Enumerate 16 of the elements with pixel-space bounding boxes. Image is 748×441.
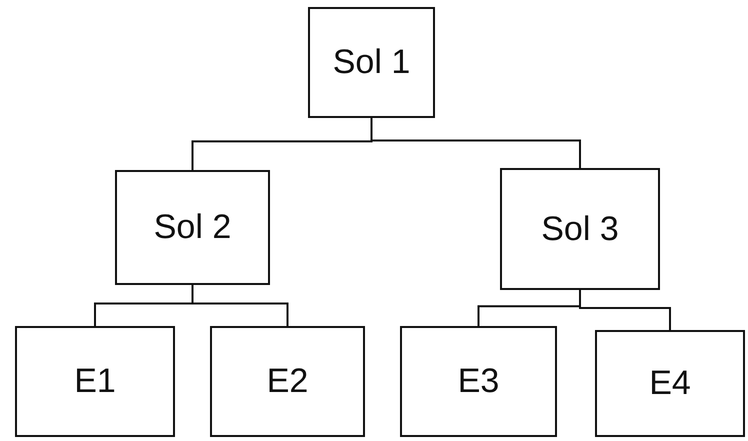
node-box: [500, 168, 660, 290]
node-box: [210, 326, 365, 437]
node-label: Sol 1: [332, 43, 410, 82]
node-label: E4: [649, 364, 691, 403]
node-box: [595, 330, 745, 437]
connector-line: [192, 285, 288, 326]
node-label: E1: [74, 362, 116, 401]
node-box: [115, 170, 270, 285]
node-box: [308, 7, 435, 118]
node-box: [15, 326, 175, 437]
connector-line: [370, 118, 581, 168]
node-label: E2: [266, 362, 308, 401]
node-label: Sol 3: [541, 210, 619, 248]
node-box: [400, 326, 557, 437]
node-label: E3: [458, 362, 500, 401]
node-label: Sol 2: [154, 208, 232, 247]
